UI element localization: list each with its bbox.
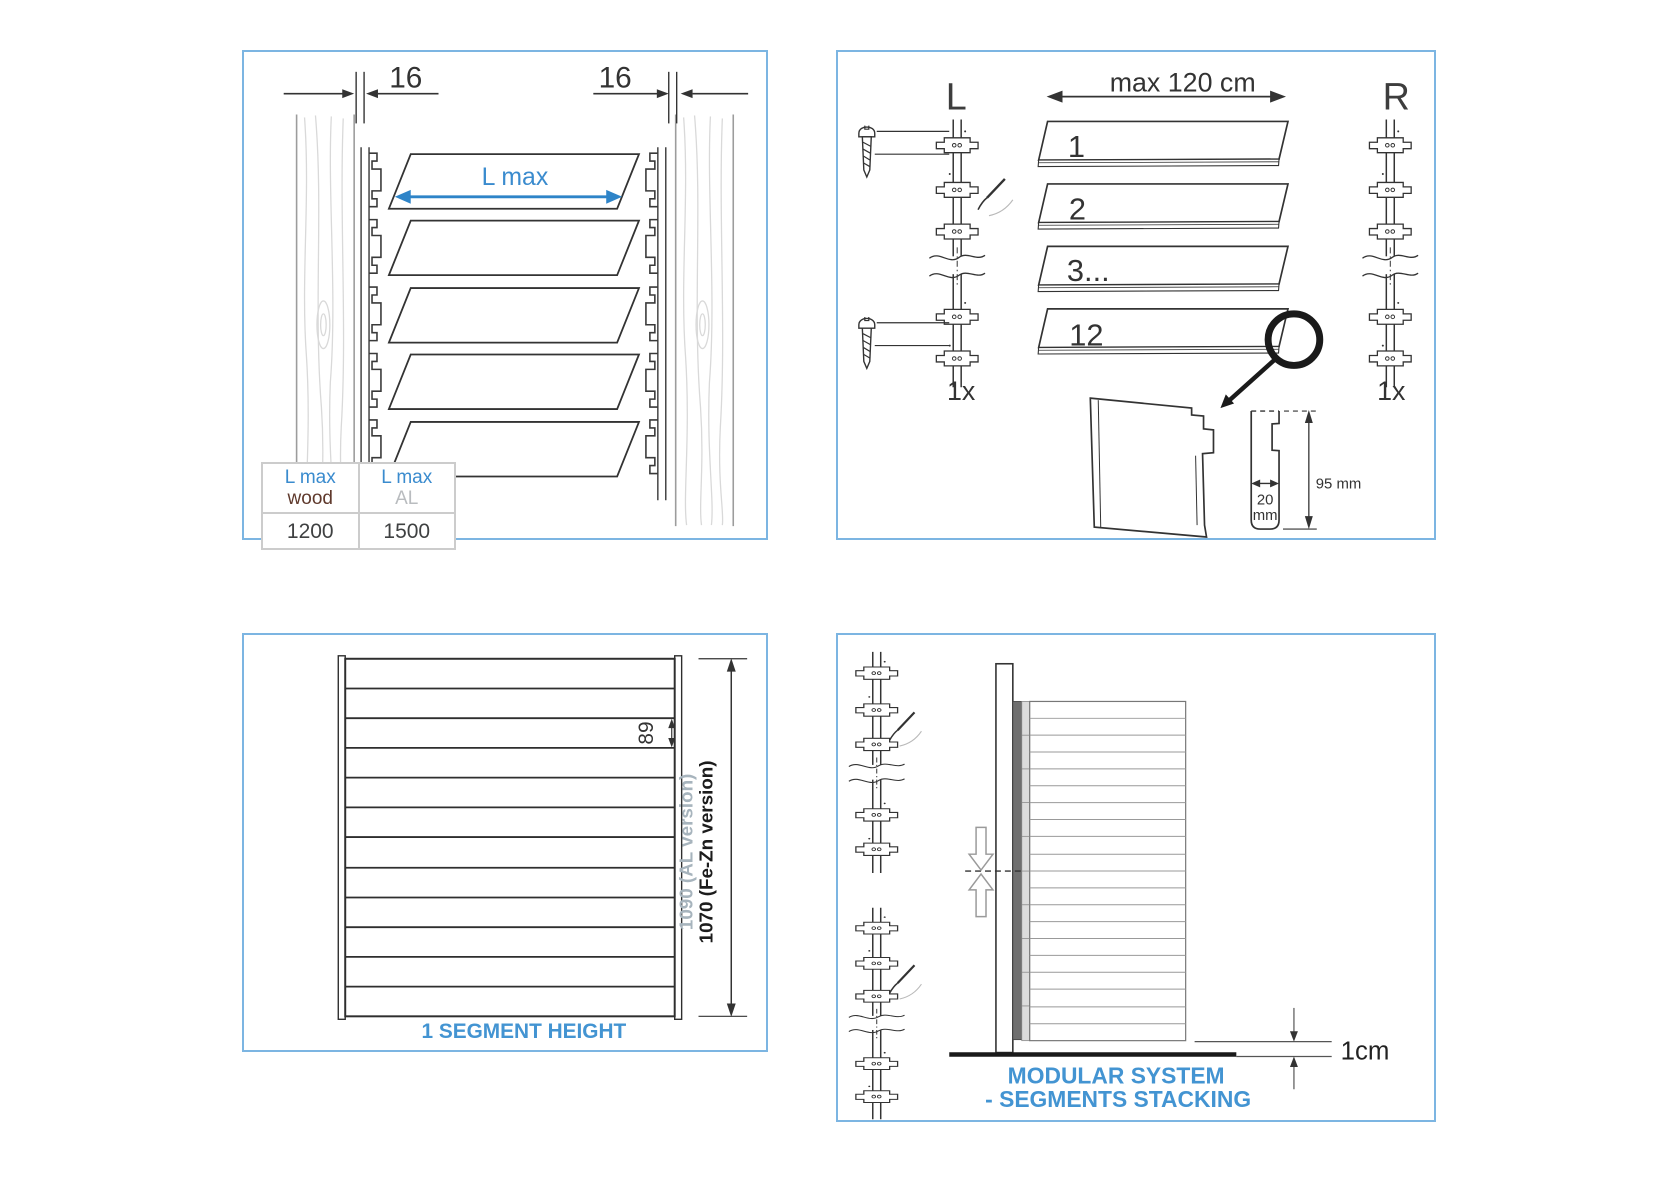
lmax-arrow-icon bbox=[394, 189, 623, 204]
mounting-rail-left bbox=[360, 147, 382, 501]
mounting-rail-right bbox=[645, 147, 667, 501]
table-col-al: L max AL bbox=[357, 464, 455, 512]
max-width-arrow-icon bbox=[1046, 90, 1286, 103]
press-arrow-down-icon bbox=[967, 826, 995, 872]
profile-width-unit: mm bbox=[1253, 508, 1278, 524]
slat-number-2: 2 bbox=[1069, 192, 1086, 227]
rail-right-label: R bbox=[1383, 76, 1410, 118]
table-col-wood: L max wood bbox=[263, 464, 358, 512]
table-value-wood: 1200 bbox=[286, 520, 334, 543]
gap-label: 1cm bbox=[1341, 1038, 1390, 1066]
insert-tool-icon bbox=[889, 711, 922, 747]
dimension-segment-height bbox=[698, 658, 748, 1017]
max-width-label: max 120 cm bbox=[1110, 68, 1256, 98]
dimension-16-left bbox=[283, 71, 439, 124]
slat-number-12: 12 bbox=[1069, 318, 1103, 353]
fence-post bbox=[995, 662, 1014, 1054]
slat-end-detail bbox=[1089, 397, 1215, 538]
qty-left-label: 1x bbox=[947, 376, 976, 406]
modular-caption-line2: - SEGMENTS STACKING bbox=[985, 1086, 1251, 1112]
panel-segment-height: 89 1090 (AL version) 1070 (Fe-Zn version… bbox=[242, 633, 768, 1052]
segment-drawing bbox=[337, 655, 683, 1020]
magnifier-circle-icon bbox=[1264, 310, 1324, 369]
panel-slat-length: 16 16 L max bbox=[242, 50, 768, 550]
dimension-16-right bbox=[593, 71, 749, 124]
profile-cross-section bbox=[1250, 410, 1280, 530]
slat-number-3: 3... bbox=[1067, 253, 1110, 288]
dimension-95mm bbox=[1283, 410, 1317, 530]
wood-post-right-icon bbox=[674, 113, 735, 527]
segment-height-caption: 1 SEGMENT HEIGHT bbox=[421, 1020, 626, 1043]
detail-arrow-icon bbox=[1220, 356, 1278, 409]
panel-assembly-parts: L R max 120 cm 1x 1x bbox=[836, 50, 1436, 540]
profile-width-value: 20 bbox=[1257, 492, 1274, 508]
table-value-al: 1500 bbox=[357, 514, 455, 548]
table-subheader-wood: wood bbox=[287, 488, 333, 509]
dimension-1cm bbox=[1194, 1007, 1332, 1090]
louver-slats bbox=[387, 153, 641, 478]
dimension-89 bbox=[668, 718, 676, 748]
screw-icon bbox=[858, 124, 876, 178]
rail-left-label: L bbox=[946, 76, 967, 118]
rail-assembly-bottom bbox=[849, 908, 905, 1120]
qty-right-label: 1x bbox=[1377, 376, 1406, 406]
fence-stack bbox=[1012, 700, 1187, 1042]
height-al-label: 1090 (AL version) bbox=[676, 774, 697, 930]
lmax-spec-table: L max wood L max AL 1200 1500 bbox=[261, 462, 456, 550]
profile-height-label: 95 mm bbox=[1316, 476, 1362, 492]
insert-tool-icon bbox=[889, 964, 922, 1000]
panel-modular-stacking: 1cm MODULAR SYSTEM - SEGMENTS STACKING bbox=[836, 633, 1436, 1122]
modular-caption-line1: MODULAR SYSTEM bbox=[1008, 1062, 1225, 1088]
rail-assembly-top bbox=[849, 652, 905, 873]
lmax-label: L max bbox=[482, 164, 549, 191]
press-arrow-up-icon bbox=[967, 872, 995, 918]
dim-16-right-label: 16 bbox=[599, 62, 632, 95]
slat-pitch-label: 89 bbox=[635, 721, 658, 744]
dimension-20mm bbox=[1251, 479, 1280, 488]
table-header: L max bbox=[381, 467, 433, 488]
slat-number-1: 1 bbox=[1068, 129, 1085, 164]
screw-leader-lines bbox=[874, 130, 950, 347]
table-subheader-al: AL bbox=[395, 488, 419, 509]
rail-left-drawing bbox=[929, 119, 985, 387]
insert-tool-icon bbox=[977, 178, 1014, 217]
height-fezn-label: 1070 (Fe-Zn version) bbox=[695, 760, 716, 943]
screw-icon bbox=[858, 316, 876, 370]
rail-right-drawing bbox=[1362, 119, 1418, 387]
table-header: L max bbox=[284, 467, 336, 488]
dim-16-left-label: 16 bbox=[389, 62, 422, 95]
